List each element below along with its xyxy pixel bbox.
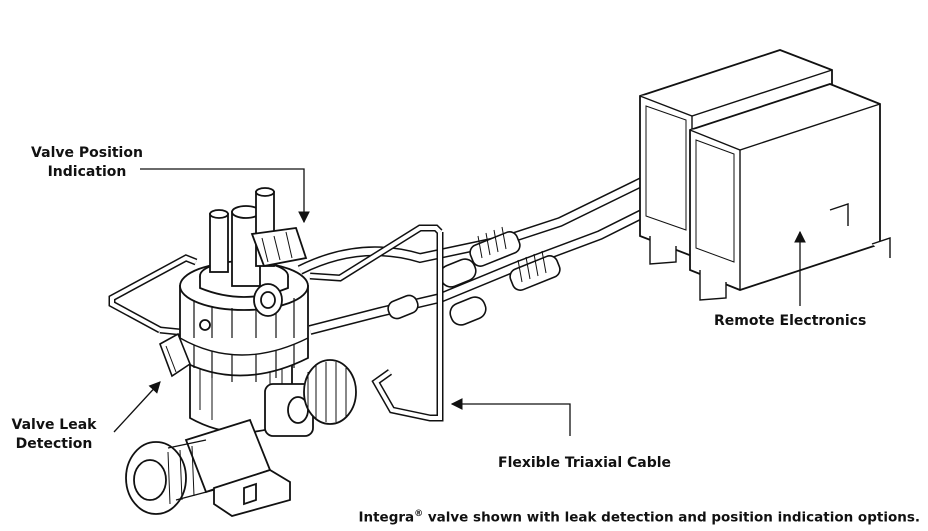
label-remote-electronics: Remote Electronics xyxy=(714,313,867,329)
leak-sensor xyxy=(159,332,191,378)
figure-caption: Integra® valve shown with leak detection… xyxy=(300,509,920,526)
remote-electronics-modules xyxy=(639,49,891,301)
caption-mark: ® xyxy=(414,509,424,519)
cable-connectors xyxy=(387,226,561,326)
label-valve-leak-line2: Detection xyxy=(15,436,93,452)
label-flexible-cable: Flexible Triaxial Cable xyxy=(498,455,672,471)
arrow-flexible-cable xyxy=(450,398,571,436)
connector-front-1 xyxy=(509,250,561,291)
label-valve-leak-line1: Valve Leak xyxy=(11,417,97,433)
caption-prefix: Integra xyxy=(358,509,415,526)
connector-back-1 xyxy=(469,226,521,267)
caption-rest: valve shown with leak detection and posi… xyxy=(423,509,920,526)
arrow-valve-leak xyxy=(113,381,161,433)
bottom-knob xyxy=(125,418,291,517)
right-knob xyxy=(303,359,357,425)
arrow-valve-position xyxy=(140,168,310,224)
label-valve-position-line1: Valve Position xyxy=(31,145,143,161)
position-sensor xyxy=(250,227,308,268)
label-valve-leak: Valve Leak Detection xyxy=(4,416,104,454)
leader-lines xyxy=(113,168,806,436)
valve-body xyxy=(179,187,314,437)
triaxial-cables xyxy=(297,173,693,335)
label-valve-position: Valve Position Indication xyxy=(14,144,160,182)
label-valve-position-line2: Indication xyxy=(47,164,127,180)
